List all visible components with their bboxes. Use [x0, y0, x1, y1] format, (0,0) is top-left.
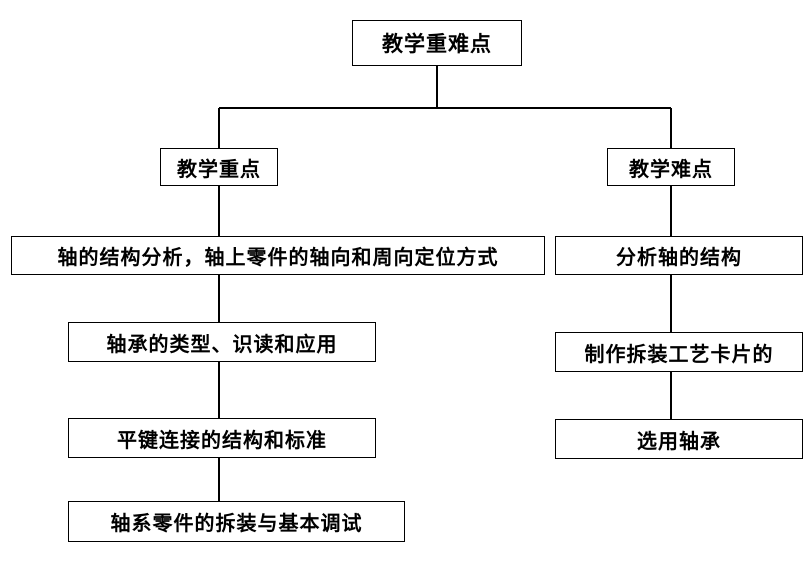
difficult-point-item: 制作拆装工艺卡片的: [555, 332, 803, 372]
key-points-node: 教学重点: [160, 148, 278, 186]
key-point-item: 轴的结构分析，轴上零件的轴向和周向定位方式: [11, 236, 545, 275]
key-point-item: 平键连接的结构和标准: [68, 418, 376, 458]
difficult-points-node: 教学难点: [607, 148, 735, 186]
difficult-point-item: 选用轴承: [555, 419, 803, 459]
difficult-point-item: 分析轴的结构: [555, 236, 803, 275]
key-point-item: 轴承的类型、识读和应用: [68, 322, 376, 362]
key-point-item: 轴系零件的拆装与基本调试: [68, 501, 405, 542]
root-node: 教学重难点: [352, 20, 522, 66]
